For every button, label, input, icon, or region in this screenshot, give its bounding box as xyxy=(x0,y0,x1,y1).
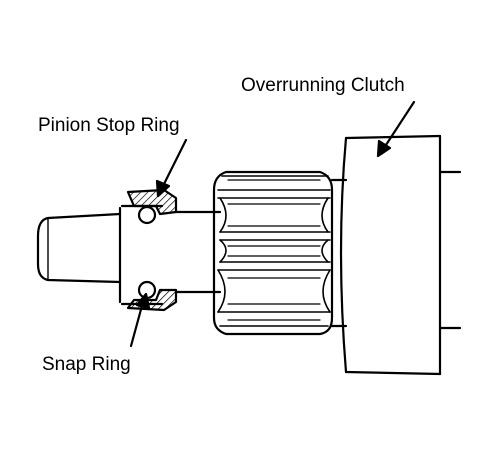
label-pinion-stop-ring: Pinion Stop Ring xyxy=(38,115,180,136)
label-snap-ring: Snap Ring xyxy=(42,354,131,375)
overrunning-clutch xyxy=(330,134,462,376)
pinion-stop-ring xyxy=(126,188,178,312)
snap-ring xyxy=(137,205,157,300)
leader-snap-ring xyxy=(129,292,151,348)
leader-overrunning-clutch xyxy=(376,100,416,158)
leader-pinion-stop-ring xyxy=(155,138,188,198)
shaft-end xyxy=(36,212,122,284)
pinion-gear xyxy=(212,170,334,336)
shaft xyxy=(174,210,222,294)
label-overrunning-clutch: Overrunning Clutch xyxy=(241,75,405,96)
